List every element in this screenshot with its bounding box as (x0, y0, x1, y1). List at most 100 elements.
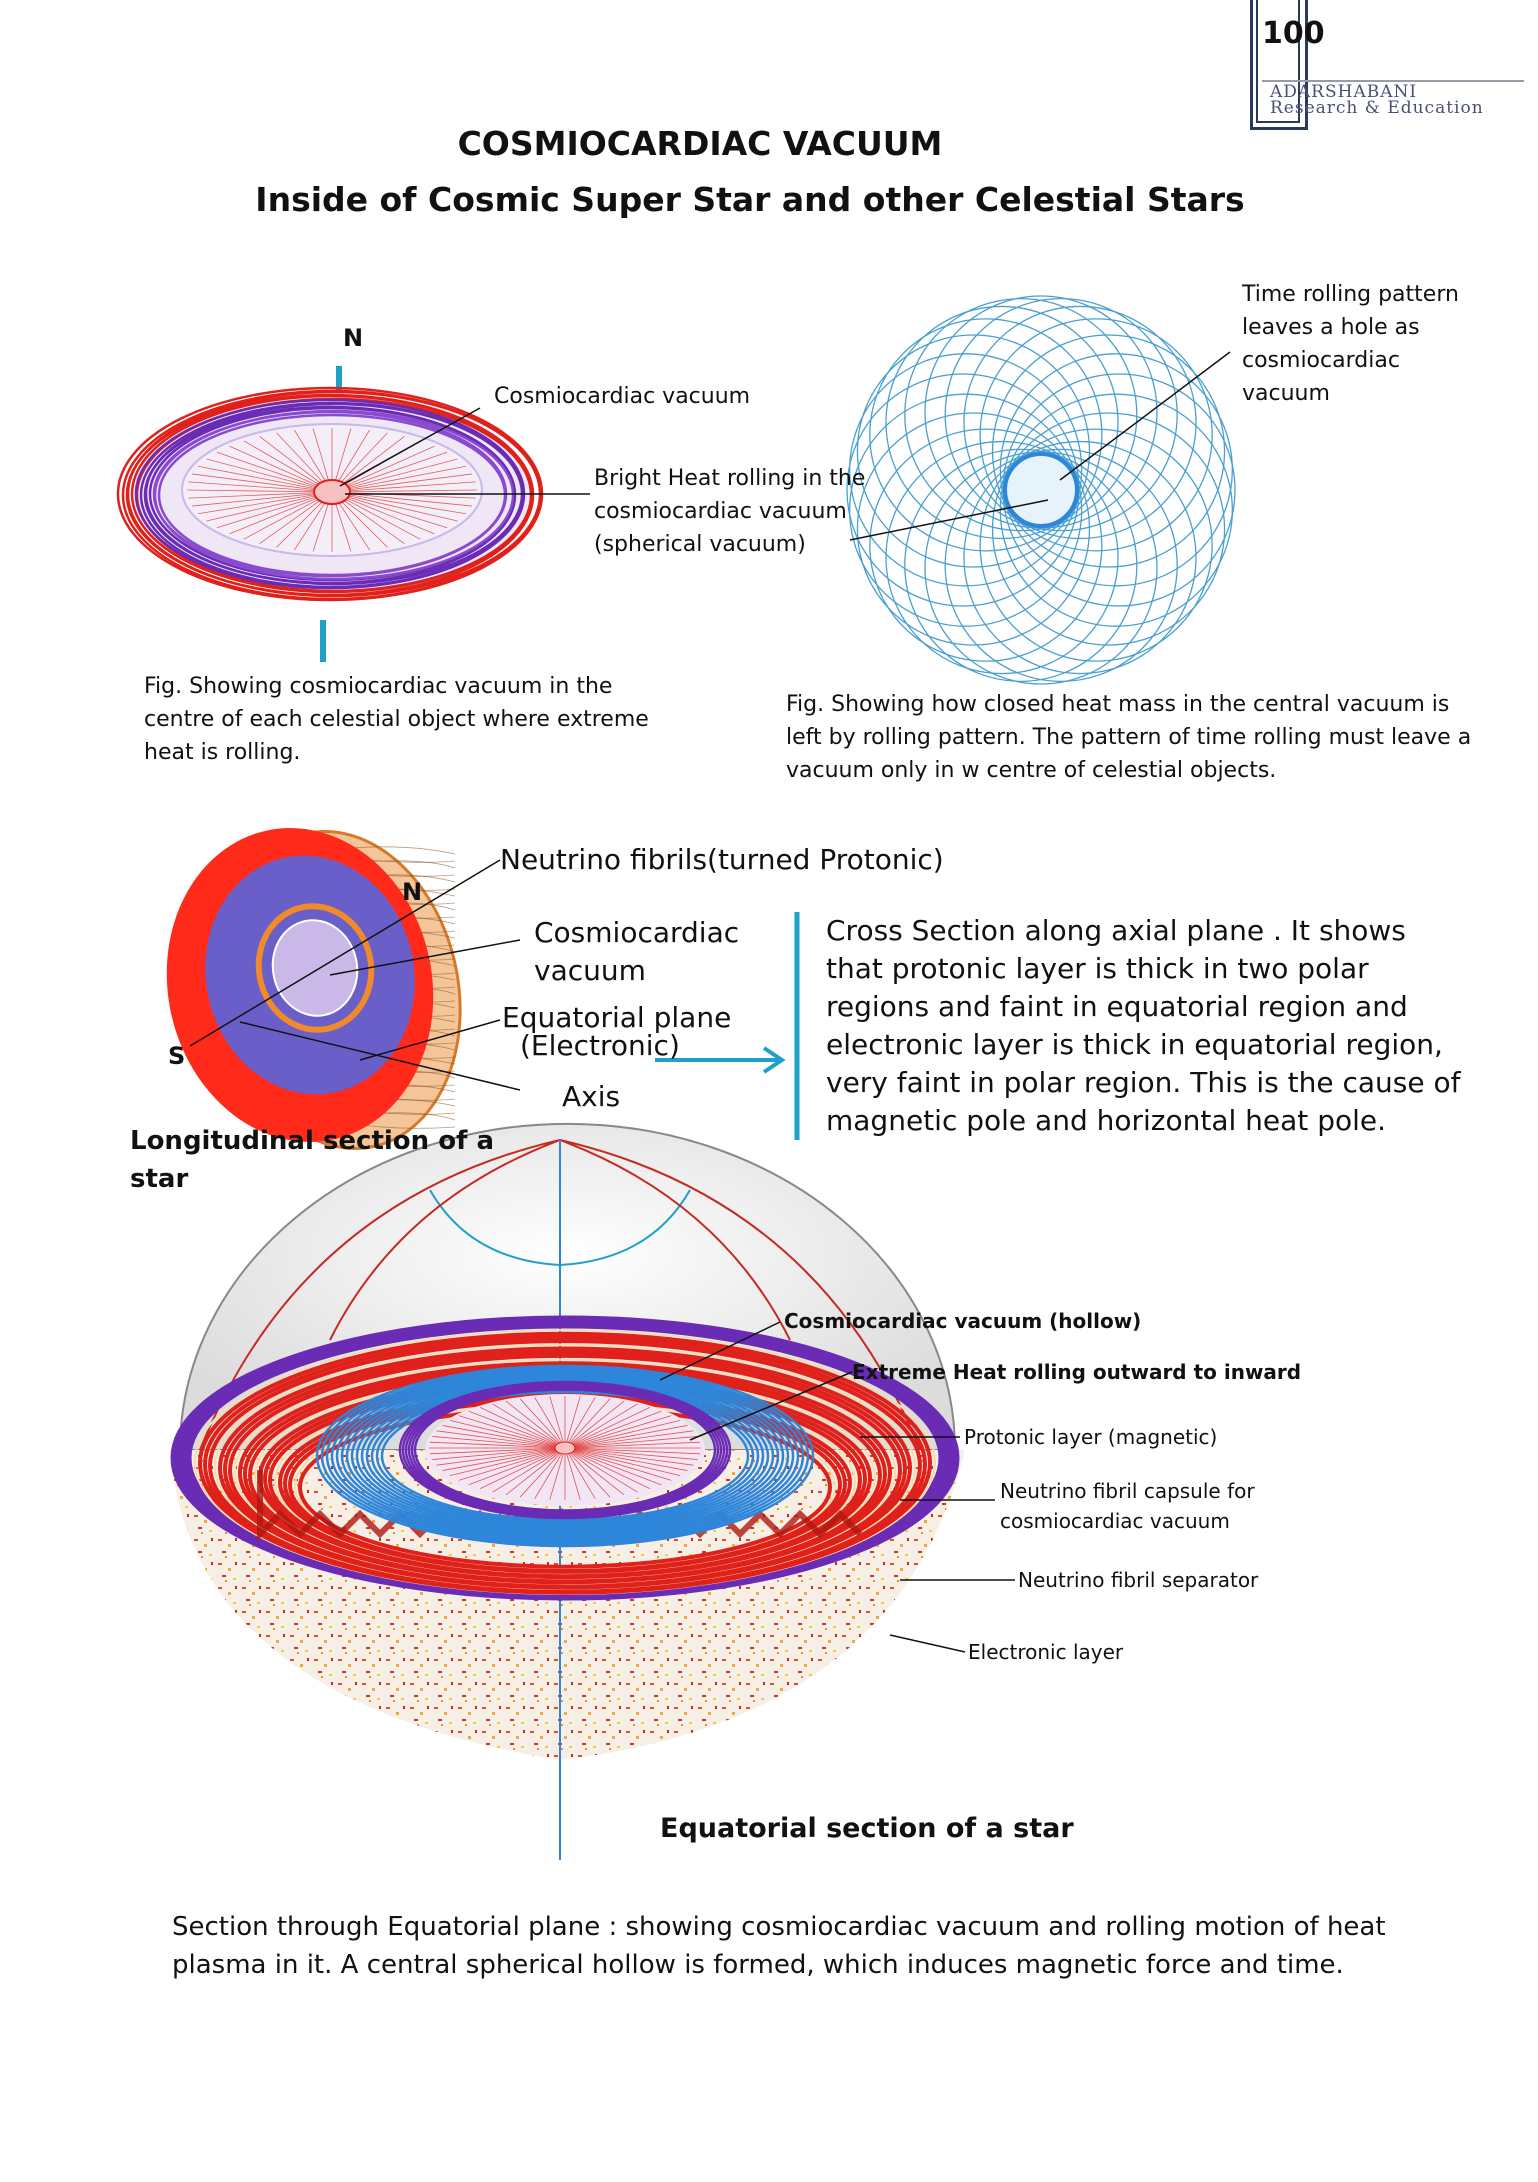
fig4-ray (564, 1406, 650, 1449)
fig1-ray (216, 491, 333, 529)
fig4-leader-electronic (889, 1634, 966, 1653)
fig4-ray (458, 1415, 566, 1449)
fig4-ray (564, 1447, 638, 1493)
fig2-circle (991, 412, 1226, 646)
fig1-label-vacuum: Cosmiocardiac vacuum (494, 384, 751, 409)
fig4-label-separator: Neutrino fibril separator (1018, 1568, 1259, 1592)
fig4-blue-ring (345, 1376, 785, 1536)
fig4-ray (564, 1441, 701, 1449)
fig3-vacuum (271, 919, 359, 1017)
fig4-inner-purple-ring (404, 1383, 726, 1517)
fig4-blue-ring (340, 1374, 790, 1538)
fig4-ray (564, 1403, 638, 1449)
fig4-caption: Equatorial section of a star (660, 1813, 1074, 1844)
fig4-blue-ring (335, 1372, 795, 1540)
fig2-circle (904, 298, 1138, 532)
fig4-ray (549, 1396, 566, 1449)
fig4-blue-ring (315, 1364, 815, 1548)
fig4-ray (564, 1447, 672, 1481)
fig3-leader-neutrino (189, 859, 501, 1047)
fig4-ray (492, 1403, 566, 1449)
fig4-inner-purple-ring (401, 1382, 729, 1518)
fig4-inner-purple-ring (398, 1380, 732, 1520)
fig1-ray (229, 491, 333, 535)
fig4-label-electronic: Electronic layer (968, 1640, 1124, 1664)
fig4-equatorial-section (170, 1122, 1015, 1860)
fig1-ray (243, 440, 333, 493)
fig3-caption: Longitudinal section of a star (130, 1126, 494, 1194)
fig4-ray (505, 1400, 566, 1449)
fig3-label-equatorial: Equatorial plane (Electronic) (502, 1001, 732, 1062)
fig2-circle (999, 353, 1233, 587)
fig1-pole-label: N (343, 324, 364, 352)
fig2-circle (944, 448, 1178, 682)
fig4-ray (519, 1447, 566, 1498)
fig4-rings (170, 1315, 960, 1601)
fig4-blue-ring (330, 1370, 800, 1542)
fig2-rolling-pattern (846, 295, 1236, 685)
fig4-ray (442, 1447, 566, 1471)
fig2-caption: Fig. Showing how closed heat mass in the… (786, 692, 1472, 783)
fig2-leader-hole (1059, 351, 1231, 481)
fig1-ray (191, 473, 333, 493)
fig4-ray (564, 1415, 672, 1449)
fig4-ray (505, 1447, 566, 1496)
fig2-leader-heat (849, 499, 1049, 541)
fig2-circle (963, 305, 1197, 540)
fig4-ray (564, 1447, 581, 1500)
fig4-ray (564, 1436, 698, 1449)
fig2-circle (885, 440, 1119, 675)
fig1-ray (331, 489, 478, 493)
fig2-label: Time rolling pattern leaves a hole as co… (1242, 282, 1459, 406)
fig4-ray (429, 1441, 566, 1449)
fig4-leader-heat (689, 1371, 853, 1441)
fig4-ray (564, 1447, 650, 1490)
fig1-ray (331, 491, 458, 522)
fig4-ray (564, 1430, 694, 1449)
fig2-circle (963, 440, 1197, 675)
fig2-circle (869, 318, 1103, 552)
fig2-circle (856, 334, 1091, 568)
fig4-ray (564, 1447, 625, 1496)
fig4-ray (564, 1398, 611, 1449)
fig4-label-protonic: Protonic layer (magnetic) (964, 1425, 1218, 1449)
publisher-subtitle: Research & Education (1270, 98, 1484, 118)
fig4-ray (534, 1447, 566, 1499)
fig1-ray (206, 491, 333, 522)
fig4-blue-ring (350, 1378, 780, 1534)
fig4-red-ring (208, 1339, 922, 1593)
fig3-label-n: N (402, 878, 423, 906)
fig1-ray (188, 491, 333, 499)
fig4-inner-purple-ring (413, 1388, 717, 1512)
fig4-ray (564, 1447, 694, 1466)
fig1-ray (331, 445, 435, 493)
fig4-label-heat: Extreme Heat rolling outward to inward (852, 1360, 1302, 1384)
fig3-label-neutrino: Neutrino fibrils(turned Protonic) (500, 843, 944, 876)
fig1-ray (216, 451, 333, 493)
fig1-ray (331, 473, 473, 493)
fig2-circle (944, 298, 1178, 532)
fig3-leader-vacuum (329, 939, 521, 976)
fig2-circle (869, 428, 1103, 662)
fig4-ray (549, 1447, 566, 1500)
fig4-blue-ring (320, 1366, 810, 1546)
fig2-circle (979, 318, 1213, 552)
fig1-ray (188, 481, 333, 493)
fig4-ray (442, 1425, 566, 1449)
fig4-ray (449, 1447, 566, 1477)
fig4-inner-purple-ring (407, 1385, 723, 1515)
publisher-name: ADARSHABANI (1270, 82, 1418, 102)
fig1-ray (331, 491, 476, 499)
fig1-ray (331, 491, 448, 529)
fig4-rays (429, 1396, 701, 1500)
fig1-ray (331, 451, 448, 493)
page-number-frame (1250, 0, 1308, 130)
fig4-ray (480, 1406, 566, 1449)
fig4-blue-ring (325, 1368, 805, 1544)
fig4-ray (564, 1447, 681, 1477)
fig1-disk-diagram (116, 366, 590, 662)
fig1-ray (229, 445, 333, 493)
fig3-longitudinal-section (166, 828, 800, 1150)
fig1-ray (331, 491, 435, 535)
